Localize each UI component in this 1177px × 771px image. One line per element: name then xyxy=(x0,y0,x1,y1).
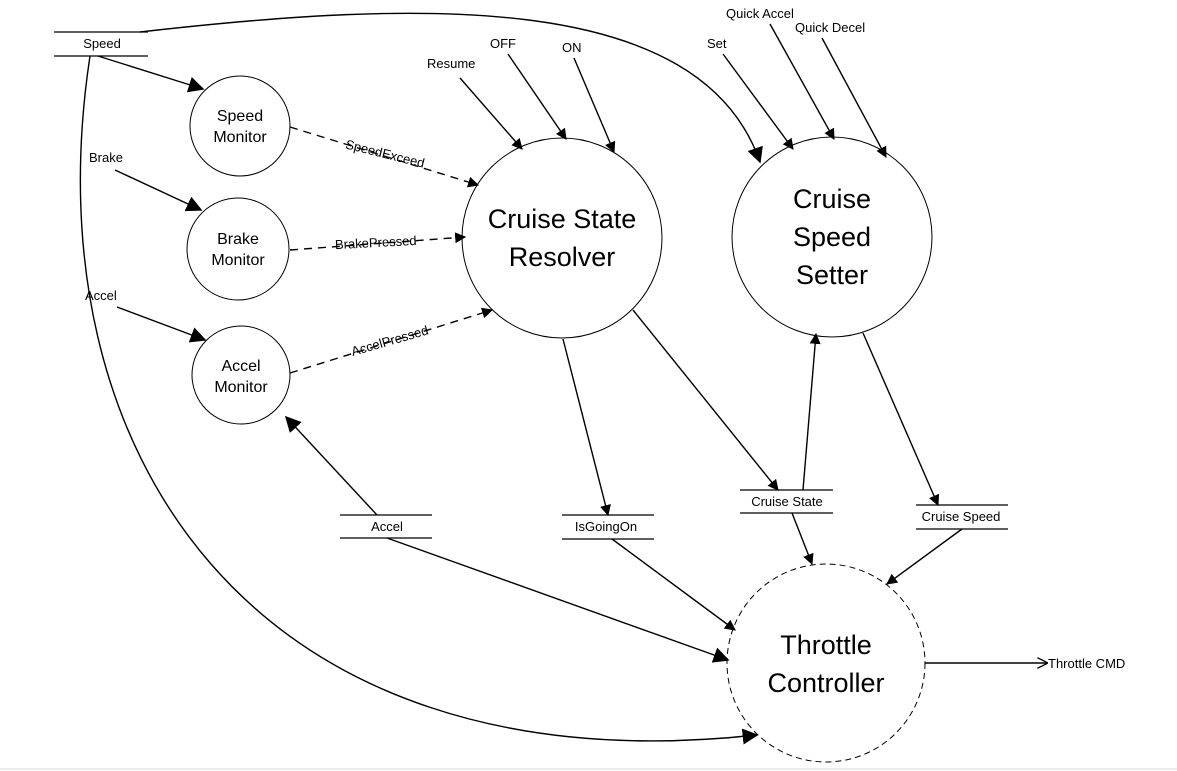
arrow-resolver-to-cruise-state xyxy=(632,309,779,491)
store-accel-label: Accel xyxy=(371,519,403,534)
cruise-state-resolver-label-2: Resolver xyxy=(509,242,616,272)
arrow-quick-decel-to-setter xyxy=(821,37,887,158)
process-accel-monitor: Accel Monitor xyxy=(191,325,291,425)
arrow-accel-to-accel-monitor xyxy=(116,306,207,343)
dashed-flows xyxy=(289,126,494,374)
arrow-speed-to-speed-monitor xyxy=(97,55,205,93)
arrow-resume-to-resolver xyxy=(459,77,523,150)
arrow-on-to-resolver xyxy=(573,57,616,154)
accel-monitor-label-2: Monitor xyxy=(214,379,268,396)
arrow-cruise-state-to-throttle xyxy=(791,512,814,566)
arrow-accel-store-to-accel-monitor xyxy=(284,415,378,516)
speed-monitor-label-1: Speed xyxy=(217,108,263,125)
store-speed-label: Speed xyxy=(83,36,121,51)
brake-monitor-label-2: Monitor xyxy=(211,252,265,269)
process-brake-monitor: Brake Monitor xyxy=(186,197,290,301)
throttle-controller-label-1: Throttle xyxy=(780,630,872,660)
arrow-brake-to-brake-monitor xyxy=(114,169,203,212)
store-cruise-state: Cruise State xyxy=(740,489,833,514)
store-speed: Speed xyxy=(54,31,148,57)
store-is-going-on: IsGoingOn xyxy=(562,514,654,540)
arrow-brake-pressed xyxy=(289,232,467,251)
output-throttle-cmd-label: Throttle CMD xyxy=(1048,656,1125,671)
throttle-controller-label-2: Controller xyxy=(767,668,884,698)
store-cruise-speed: Cruise Speed xyxy=(916,504,1008,530)
input-off-label: OFF xyxy=(490,36,516,51)
arrow-off-to-resolver xyxy=(507,53,567,140)
arrow-cruise-speed-to-throttle xyxy=(886,528,963,585)
arrow-resolver-to-is-going-on xyxy=(562,338,611,517)
arrow-speed-exceed xyxy=(289,126,480,188)
arrow-quick-accel-to-setter xyxy=(769,23,835,140)
cruise-state-resolver-label-1: Cruise State xyxy=(488,204,637,234)
process-throttle-controller: Throttle Controller xyxy=(726,563,926,763)
arrow-speed-to-throttle-controller xyxy=(79,55,759,745)
flow-brake-pressed-label: BrakePressed xyxy=(335,233,417,252)
arrow-cruise-state-to-setter xyxy=(802,332,821,491)
cruise-speed-setter-label-3: Setter xyxy=(796,260,868,290)
process-cruise-state-resolver: Cruise State Resolver xyxy=(461,137,663,339)
flow-accel-pressed-label: AccelPressed xyxy=(349,323,430,359)
input-resume-label: Resume xyxy=(427,56,475,71)
input-on-label: ON xyxy=(562,40,582,55)
arrow-speed-to-cruise-speed-setter xyxy=(139,12,763,164)
store-is-going-on-label: IsGoingOn xyxy=(575,519,637,534)
arrow-accel-store-to-throttle xyxy=(386,537,730,663)
input-quick-accel-label: Quick Accel xyxy=(726,6,794,21)
flow-arrows xyxy=(79,12,1047,745)
arrow-accel-pressed xyxy=(289,307,494,374)
process-cruise-speed-setter: Cruise Speed Setter xyxy=(731,136,933,338)
input-brake-label: Brake xyxy=(89,150,123,165)
store-cruise-speed-label: Cruise Speed xyxy=(922,509,1001,524)
input-set-label: Set xyxy=(707,36,727,51)
arrow-setter-to-cruise-speed xyxy=(862,332,940,507)
cruise-speed-setter-label-2: Speed xyxy=(793,222,871,252)
cruise-speed-setter-label-1: Cruise xyxy=(793,184,871,214)
arrow-set-to-setter xyxy=(722,53,794,150)
arrow-is-going-on-to-throttle xyxy=(611,538,736,631)
process-speed-monitor: Speed Monitor xyxy=(189,75,291,177)
speed-monitor-label-2: Monitor xyxy=(213,129,267,146)
input-accel-label: Accel xyxy=(85,288,117,303)
store-cruise-state-label: Cruise State xyxy=(751,494,823,509)
accel-monitor-label-1: Accel xyxy=(221,358,260,375)
input-quick-decel-label: Quick Decel xyxy=(795,20,865,35)
brake-monitor-label-1: Brake xyxy=(217,231,259,248)
store-accel: Accel xyxy=(340,514,432,539)
